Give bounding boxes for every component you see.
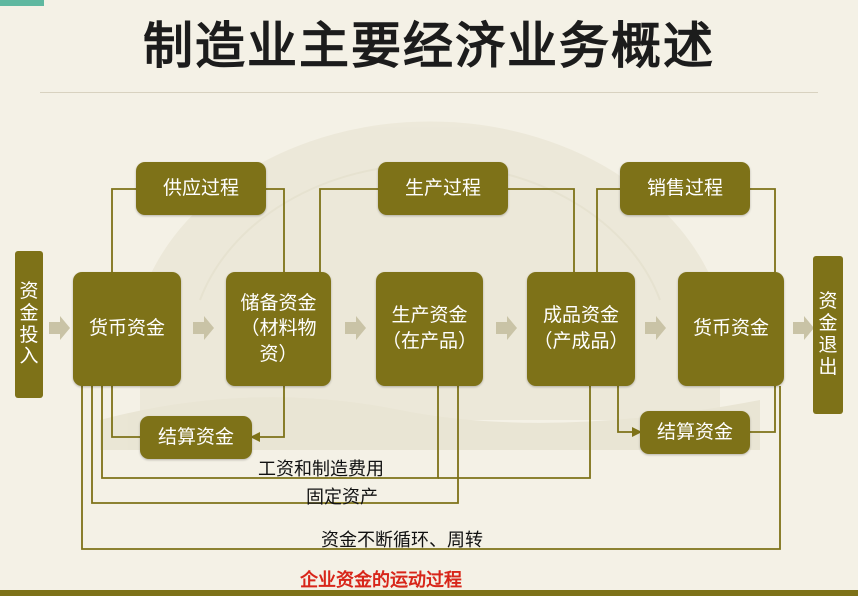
connectors: [81, 188, 781, 550]
label-fixed-assets: 固定资产: [306, 487, 378, 508]
page-title: 制造业主要经济业务概述: [143, 17, 715, 75]
stage-finished-funds: 成品资金 （产成品）: [527, 272, 635, 386]
reserve-line2: （材料物: [240, 317, 317, 340]
settlement-funds-left: 结算资金: [140, 416, 252, 459]
finished-line1: 成品资金: [542, 304, 619, 327]
sales-right-line: [750, 188, 776, 272]
caption-capital-movement: 企业资金的运动过程: [300, 570, 462, 591]
production-right-line: [508, 188, 575, 272]
process-production: 生产过程: [378, 162, 508, 215]
settlement-funds-right: 结算资金: [640, 411, 750, 454]
sales-left-line: [596, 188, 620, 272]
production-left-line: [319, 188, 378, 272]
settle-left-line-a: [111, 386, 140, 438]
arrow-1: [193, 316, 214, 340]
wages-loop: [101, 386, 439, 479]
supply-right-line: [266, 188, 285, 272]
stage-monetary-funds-2: 货币资金: [678, 272, 784, 386]
bottom-bar: [0, 590, 858, 596]
capital-withdrawal-label: 资金退出: [818, 290, 838, 378]
flow-arrows: [49, 316, 814, 340]
wip-line2: （在产品）: [381, 330, 477, 352]
reserve-line3: 资）: [259, 342, 298, 365]
title-divider: [40, 92, 818, 93]
stage-monetary-funds: 货币资金: [73, 272, 181, 386]
supply-left-line: [111, 188, 136, 272]
arrow-3: [496, 316, 517, 340]
process-supply: 供应过程: [136, 162, 266, 215]
arrow-4: [645, 316, 666, 340]
finished-line2: （产成品）: [533, 330, 629, 352]
settle-right-line-b: [750, 386, 776, 433]
fixed-assets-loop: [91, 386, 459, 504]
cycle-loop: [81, 386, 781, 550]
arrow-2: [345, 316, 366, 340]
capital-input: 资金投入: [15, 251, 43, 398]
stage-production-funds: 生产资金 （在产品）: [376, 272, 483, 386]
wip-line1: 生产资金: [391, 304, 468, 327]
settle-left-line-b: [250, 386, 285, 442]
settle-right-line-a: [617, 386, 642, 437]
finished-link: [438, 386, 591, 479]
reserve-line1: 储备资金: [240, 291, 317, 314]
capital-input-label: 资金投入: [19, 279, 39, 368]
arrow-in: [49, 316, 70, 340]
label-continuous-cycle: 资金不断循环、周转: [321, 530, 483, 551]
arrow-out: [793, 316, 814, 340]
stage-reserve-funds: 储备资金 （材料物 资）: [226, 272, 331, 386]
corner-tab: [0, 0, 44, 6]
capital-withdrawal: 资金退出: [813, 256, 843, 414]
label-wages-overhead: 工资和制造费用: [258, 459, 384, 480]
process-sales: 销售过程: [620, 162, 750, 215]
